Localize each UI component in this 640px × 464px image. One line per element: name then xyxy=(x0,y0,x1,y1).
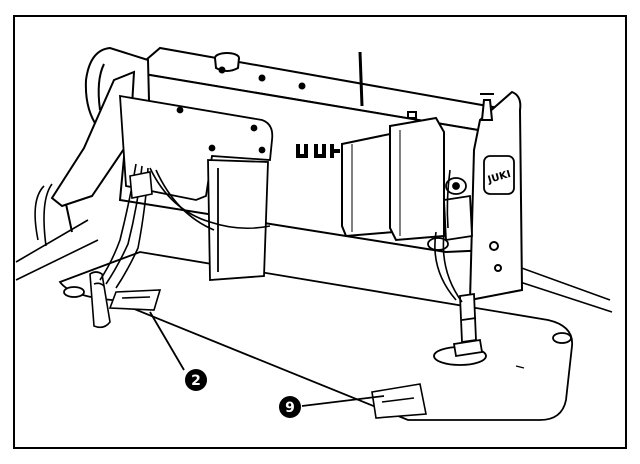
lever-9 xyxy=(371,383,427,419)
brand-logo-arm xyxy=(296,144,340,158)
wire-harness xyxy=(34,163,463,303)
belt-cover xyxy=(50,70,136,233)
machine-head xyxy=(468,90,524,302)
needle-assembly xyxy=(452,292,484,358)
thread-stand-peg xyxy=(89,271,111,329)
column-block xyxy=(207,159,269,281)
bed-plate xyxy=(58,251,573,421)
callout-9-label: 9 xyxy=(285,400,295,416)
callout-2: 2 xyxy=(185,369,207,391)
figure-frame xyxy=(13,15,627,449)
control-box-left xyxy=(341,132,395,238)
leader-9 xyxy=(301,395,385,407)
lever-2 xyxy=(108,289,162,311)
tension-assembly xyxy=(427,177,473,251)
leader-2 xyxy=(149,311,185,371)
callout-9: 9 xyxy=(279,396,301,418)
bed-hole-right xyxy=(552,332,572,344)
control-box-right xyxy=(389,111,445,242)
callout-2-label: 2 xyxy=(191,373,201,389)
head-logo-plate xyxy=(483,155,515,195)
bed-hole-left xyxy=(63,286,85,298)
callout-leaders xyxy=(149,311,385,407)
